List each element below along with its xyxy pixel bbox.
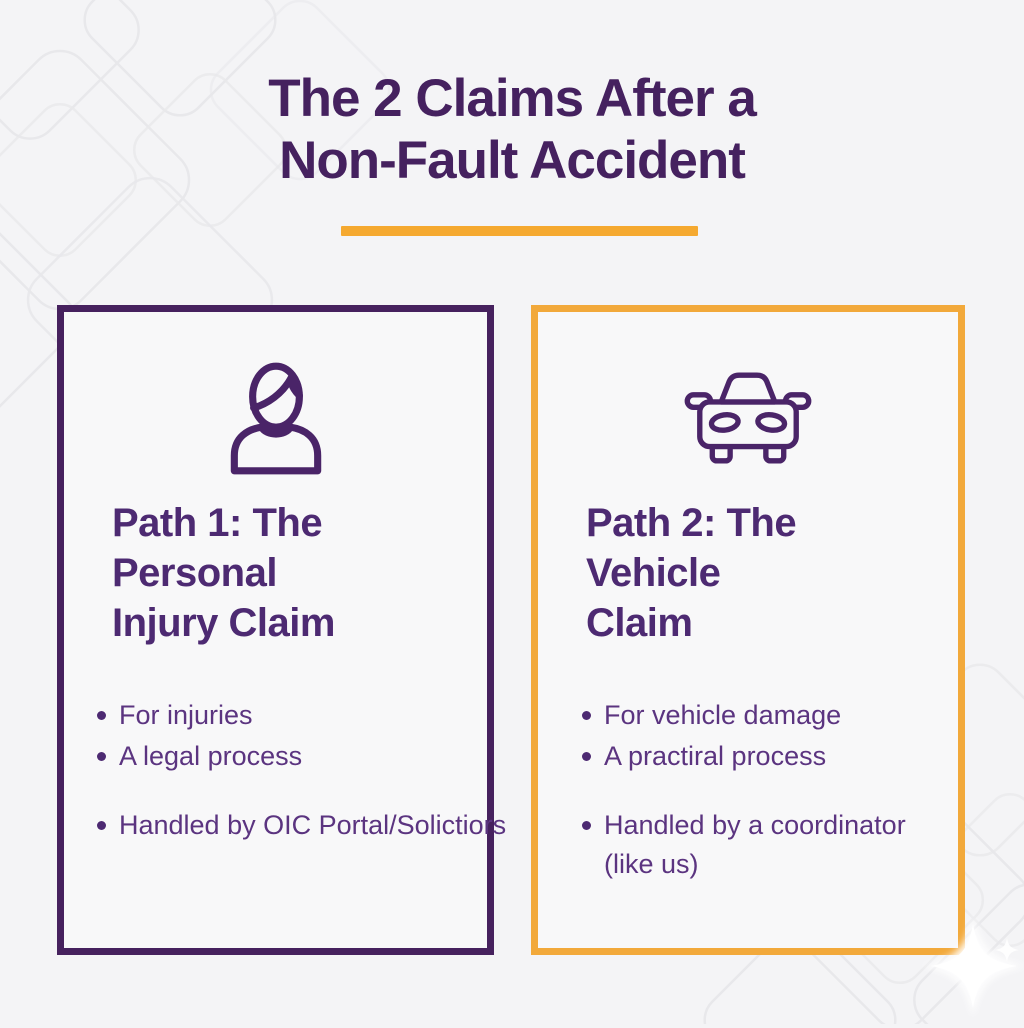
card-heading-path-2: Path 2: The Vehicle Claim: [586, 498, 797, 648]
heading-line: Vehicle: [586, 551, 721, 595]
list-item: For injuries: [97, 696, 506, 735]
page-title: The 2 Claims After a Non-Fault Accident: [0, 68, 1024, 192]
bullet-dot: [97, 821, 106, 830]
card-vehicle-claim: Path 2: The Vehicle Claim For vehicle da…: [531, 305, 965, 955]
page-title-line1: The 2 Claims After a: [268, 69, 757, 128]
page-title-line2: Non-Fault Accident: [279, 131, 746, 190]
heading-line: Injury Claim: [112, 601, 335, 645]
bullet-text: For injuries: [119, 700, 253, 730]
bullet-dot: [97, 711, 106, 720]
card-heading-path-1: Path 1: The Personal Injury Claim: [112, 498, 335, 648]
car-icon: [684, 372, 812, 464]
bullet-text: Handled by a coordinator (like us): [604, 810, 906, 879]
person-icon: [230, 362, 321, 475]
list-item: For vehicle damage: [582, 696, 936, 735]
bullet-dot: [582, 711, 591, 720]
list-item: A practiral process: [582, 737, 936, 776]
heading-line: Path 2: The: [586, 501, 797, 545]
list-item: Handled by OIC Portal/Solictiors: [97, 806, 506, 845]
bullet-dot: [582, 752, 591, 761]
heading-line: Path 1: The: [112, 501, 323, 545]
title-divider: [341, 226, 698, 236]
bullet-dot: [97, 752, 106, 761]
bullet-dot: [582, 821, 591, 830]
heading-line: Claim: [586, 601, 693, 645]
bullet-text: A legal process: [119, 741, 303, 771]
bullet-text: For vehicle damage: [604, 700, 842, 730]
bullet-list-path-1: For injuries A legal process Handled by …: [97, 696, 506, 847]
card-personal-injury-claim: Path 1: The Personal Injury Claim For in…: [57, 305, 506, 955]
list-item: Handled by a coordinator (like us): [582, 806, 936, 884]
list-item: A legal process: [97, 737, 506, 776]
bullet-list-path-2: For vehicle damage A practiral process H…: [582, 696, 936, 886]
bullet-text: Handled by OIC Portal/Solictiors: [119, 810, 507, 840]
bullet-text: A practiral process: [604, 741, 827, 771]
heading-line: Personal: [112, 551, 277, 595]
